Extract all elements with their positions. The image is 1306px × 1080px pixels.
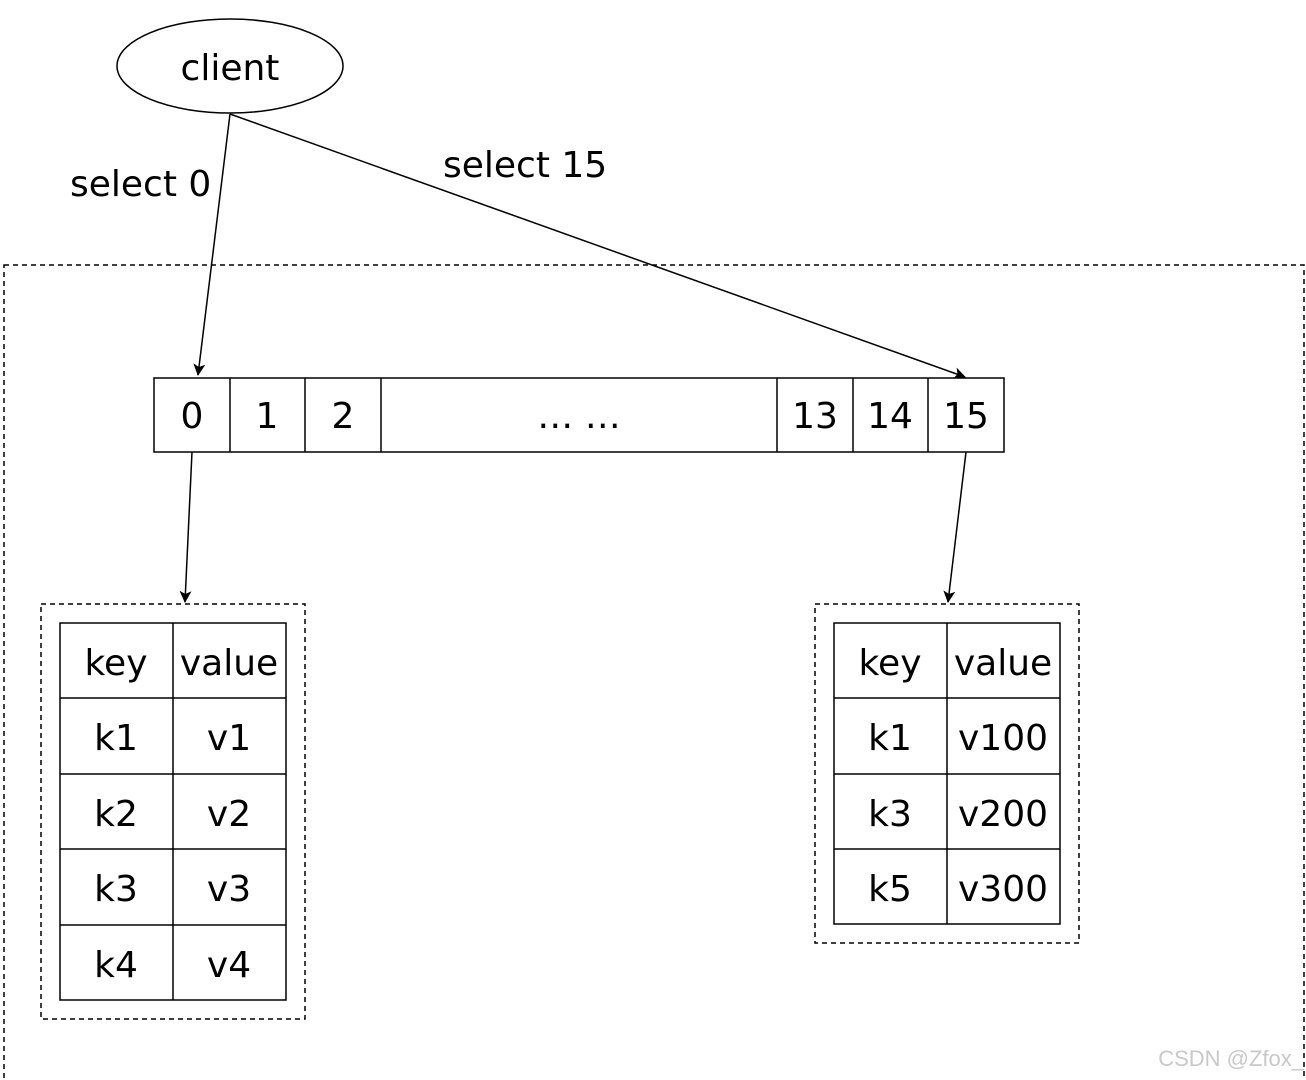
table-cell-value: v4 xyxy=(207,945,251,986)
watermark: CSDN @Zfox_ xyxy=(1158,1046,1304,1071)
table-cell-value: v1 xyxy=(207,718,251,759)
db-cell-0: 0 xyxy=(181,396,204,437)
client-label: client xyxy=(181,48,280,89)
edge-label-select-15: select 15 xyxy=(443,145,607,186)
table-db15: key value k1 v100 k3 v200 k5 v300 xyxy=(833,622,1061,925)
db-cell-2: 2 xyxy=(332,396,355,437)
edge-label-select-0: select 0 xyxy=(70,164,211,205)
table-cell-value: v300 xyxy=(958,869,1048,910)
db-cell-15: 15 xyxy=(943,396,989,437)
table-header-key: key xyxy=(858,643,921,684)
db-cell-13: 13 xyxy=(792,396,838,437)
edge-select-0 xyxy=(193,113,231,376)
client-node xyxy=(116,18,344,114)
table-cell-key: k1 xyxy=(94,718,138,759)
db-cell-ellipsis: … … xyxy=(537,396,620,437)
edge-select-15 xyxy=(229,113,966,379)
db-cell-1: 1 xyxy=(256,396,279,437)
table-cell-key: k1 xyxy=(868,718,912,759)
table-cell-key: k5 xyxy=(868,869,912,910)
db-array: 0 1 2 … … 13 14 15 xyxy=(153,377,1005,453)
table-db0: key value k1 v1 k2 v2 k3 v3 k4 v4 xyxy=(59,622,287,1001)
edge-db15-to-table xyxy=(943,451,967,603)
table-cell-key: k4 xyxy=(94,945,138,986)
table-db15-boundary xyxy=(814,603,1080,944)
table-cell-value: v200 xyxy=(958,794,1048,835)
table-cell-value: v100 xyxy=(958,718,1048,759)
table-header-value: value xyxy=(954,643,1052,684)
table-header-value: value xyxy=(180,643,278,684)
edge-db0-to-table xyxy=(179,451,193,603)
table-header-key: key xyxy=(84,643,147,684)
table-cell-value: v3 xyxy=(207,869,251,910)
db-cell-14: 14 xyxy=(867,396,913,437)
table-db0-boundary xyxy=(40,603,306,1020)
table-cell-key: k3 xyxy=(94,869,138,910)
table-cell-value: v2 xyxy=(207,794,251,835)
table-cell-key: k2 xyxy=(94,794,138,835)
table-cell-key: k3 xyxy=(868,794,912,835)
